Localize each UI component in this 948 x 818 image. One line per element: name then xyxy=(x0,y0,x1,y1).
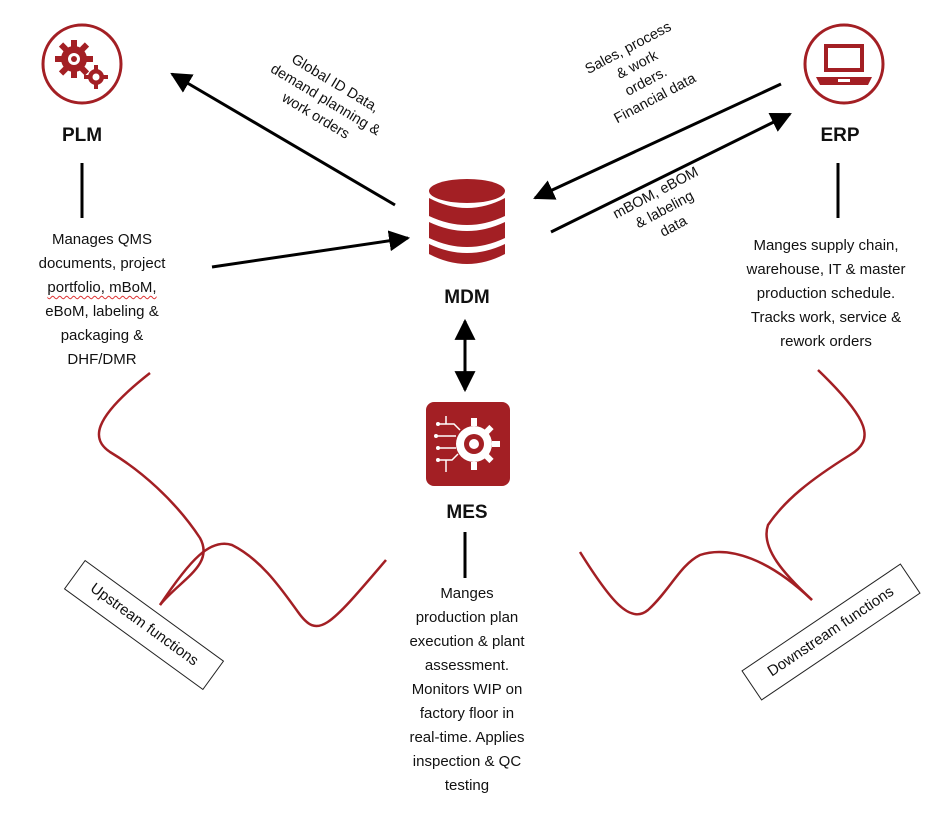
gears-icon xyxy=(41,23,123,105)
mes-desc-line: assessment. xyxy=(424,657,510,674)
database-icon xyxy=(429,179,505,264)
plm-title: PLM xyxy=(61,125,103,146)
mdm-title: MDM xyxy=(444,287,490,308)
circuit-gear-icon xyxy=(426,402,510,486)
mes-node xyxy=(426,402,510,486)
plm-node xyxy=(40,22,124,106)
erp-desc-line: warehouse, IT & master xyxy=(746,261,906,278)
erp-desc-line: production schedule. xyxy=(756,285,896,302)
mes-desc-line: factory floor in xyxy=(419,705,515,722)
downstream-brace-right xyxy=(765,369,866,601)
plm-desc-line: documents, project xyxy=(38,255,166,272)
plm-desc-line: portfolio, mBoM, xyxy=(47,279,157,296)
erp-title: ERP xyxy=(820,125,860,146)
plm-description: Manages QMS documents, project portfolio… xyxy=(0,228,204,372)
upstream-brace xyxy=(97,372,205,606)
plm-desc-line: eBoM, labeling & xyxy=(45,303,159,320)
mes-desc-line: production plan xyxy=(415,609,519,626)
erp-desc-line: Tracks work, service & xyxy=(750,309,902,326)
plm-desc-line: Manages QMS xyxy=(51,231,153,248)
upstream-brace-right xyxy=(158,542,387,628)
laptop-icon xyxy=(803,23,885,105)
mes-desc-line: execution & plant xyxy=(409,633,525,650)
mes-desc-line: inspection & QC xyxy=(412,753,522,770)
arrow-mdm-to-plm xyxy=(170,72,396,207)
arrow-mdm-to-erp xyxy=(550,112,792,234)
erp-description: Manges supply chain, warehouse, IT & mas… xyxy=(716,234,936,354)
erp-node xyxy=(802,22,886,106)
erp-desc-line: rework orders xyxy=(780,333,872,350)
downstream-brace-left xyxy=(578,550,813,616)
mes-desc-line: testing xyxy=(444,777,490,794)
mes-desc-line: real-time. Applies xyxy=(409,729,525,746)
plm-desc-line: DHF/DMR xyxy=(67,351,137,368)
arrow-plm-to-mdm xyxy=(211,230,411,269)
mes-desc-line: Monitors WIP on xyxy=(411,681,523,698)
erp-desc-line: Manges supply chain, xyxy=(753,237,899,254)
arrow-erp-to-mdm xyxy=(533,82,782,200)
mes-title: MES xyxy=(446,502,488,523)
plm-desc-line: packaging & xyxy=(60,327,144,344)
mes-desc-line: Manges xyxy=(440,585,494,602)
mes-description: Manges production plan execution & plant… xyxy=(365,582,569,798)
mdm-node xyxy=(427,178,507,268)
